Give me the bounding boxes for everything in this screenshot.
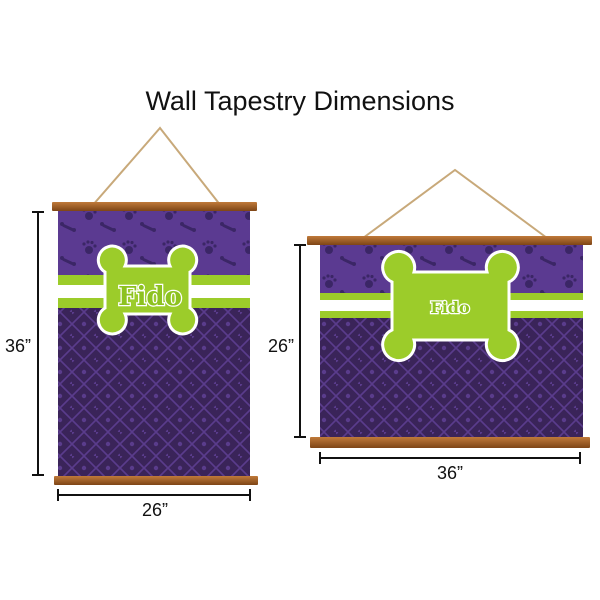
landscape-tapestry: Fido 26” 36” [268,168,592,483]
page-title: Wall Tapestry Dimensions [145,86,454,116]
fabric-bottom-pattern [58,308,250,478]
hanging-rope [362,168,548,239]
fabric-top-pattern [58,210,250,275]
height-dimension-line [32,211,44,476]
width-dimension-line [57,489,251,501]
top-dowel [307,236,592,245]
name-text: Fido [430,298,470,317]
bone-icon [96,244,199,336]
hanging-rope [91,126,222,207]
height-dimension-line [294,244,306,438]
width-label: 36” [437,463,463,483]
top-dowel [52,202,257,211]
name-text: Fido [118,282,182,312]
bottom-dowel [54,476,258,485]
bone-icon [381,249,520,363]
height-label: 26” [268,336,294,356]
width-dimension-line [319,452,581,464]
height-label: 36” [5,336,31,356]
width-label: 26” [142,500,168,520]
portrait-tapestry: Fido 36” 26” [5,126,258,520]
bottom-dowel [310,437,590,448]
